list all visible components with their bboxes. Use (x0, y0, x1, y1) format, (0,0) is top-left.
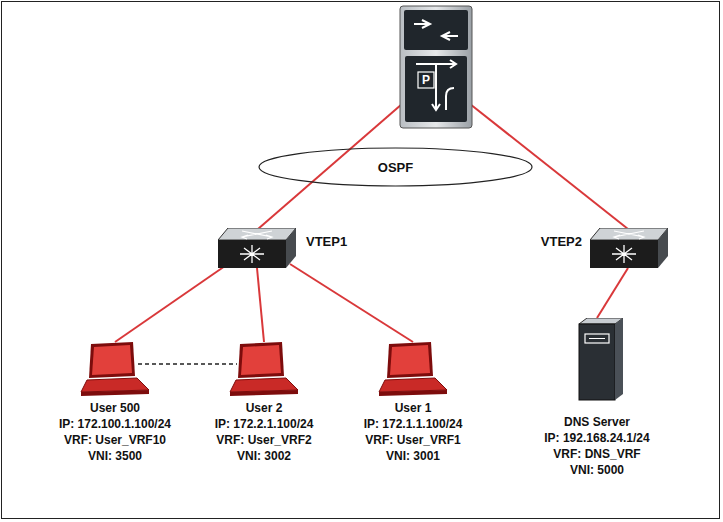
host-detail: IP: 172.2.1.100/24 (191, 416, 337, 432)
laptop-icon (340, 342, 486, 396)
user-host: User 1IP: 172.1.1.100/24VRF: User_VRF1VN… (340, 342, 486, 464)
vtep-label: VTEP1 (306, 234, 347, 250)
host-detail: VRF: User_VRF2 (191, 432, 337, 448)
host-detail: VNI: 5000 (524, 462, 670, 478)
vtep-label: VTEP2 (541, 234, 582, 250)
spine-device-icon (400, 6, 472, 128)
host-detail: VRF: User_VRF1 (340, 432, 486, 448)
vtep-switch: VTEP1 (218, 228, 296, 268)
dns-server: DNS ServerIP: 192.168.24.1/24VRF: DNS_VR… (524, 318, 670, 478)
host-name: User 1 (340, 400, 486, 416)
host-detail: IP: 172.100.1.100/24 (42, 416, 188, 432)
laptop-icon (191, 342, 337, 396)
area-label: OSPF (258, 147, 533, 187)
host-detail: VNI: 3500 (42, 448, 188, 464)
host-detail: IP: 172.1.1.100/24 (340, 416, 486, 432)
access-link (597, 268, 628, 318)
ospf-area: OSPF (258, 147, 533, 187)
uplink-wire (470, 104, 628, 229)
host-detail: VNI: 3001 (340, 448, 486, 464)
host-name: DNS Server (524, 414, 670, 430)
user-host: User 2IP: 172.2.1.100/24VRF: User_VRF2VN… (191, 342, 337, 464)
host-detail: VRF: DNS_VRF (524, 446, 670, 462)
host-name: User 2 (191, 400, 337, 416)
host-detail: VNI: 3002 (191, 448, 337, 464)
server-icon (524, 318, 670, 402)
vtep-switch: VTEP2 (590, 228, 668, 268)
host-detail: IP: 192.168.24.1/24 (524, 430, 670, 446)
switch-icon (590, 228, 668, 268)
dashed-link (138, 363, 237, 365)
host-name: User 500 (42, 400, 188, 416)
user-host: User 500IP: 172.100.1.100/24VRF: User_VR… (42, 342, 188, 464)
access-link (115, 266, 225, 342)
icon-letter: P (418, 72, 434, 88)
switch-icon (218, 228, 296, 268)
host-detail: VRF: User_VRF10 (42, 432, 188, 448)
access-link (257, 268, 264, 342)
access-link (290, 264, 413, 342)
laptop-icon (42, 342, 188, 396)
